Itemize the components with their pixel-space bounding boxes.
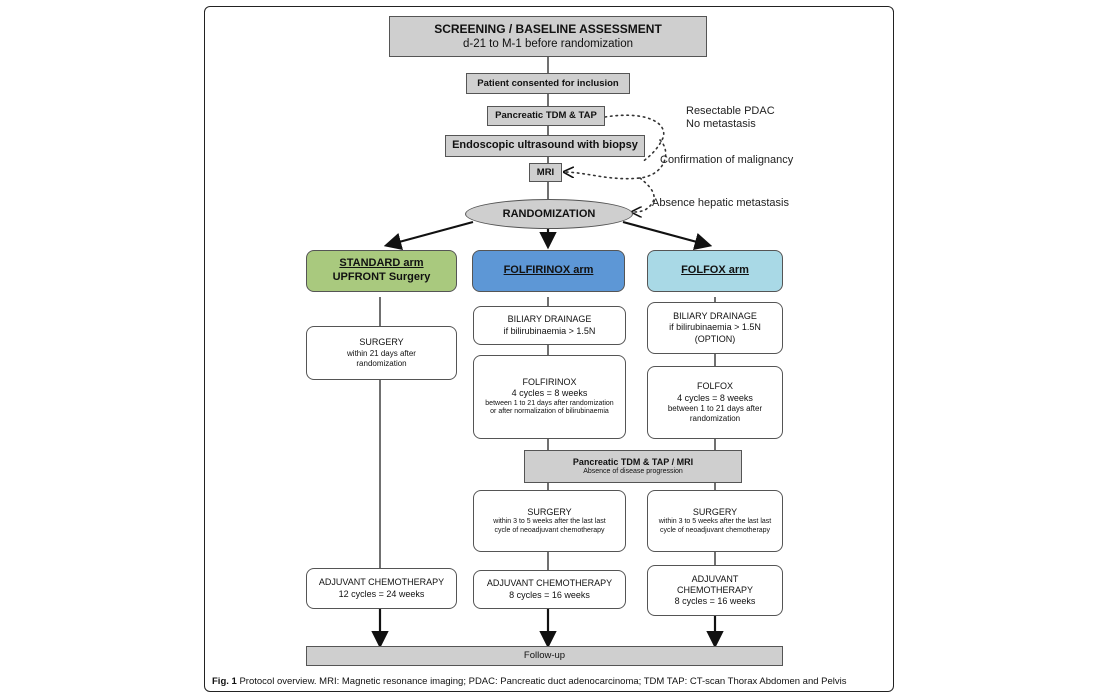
no-metastasis-text: No metastasis bbox=[686, 118, 756, 131]
screening-subtitle: d-21 to M-1 before randomization bbox=[462, 37, 634, 50]
folfirinox-chemo-title: FOLFIRINOX bbox=[522, 377, 577, 387]
folfox-drainage-option: (OPTION) bbox=[694, 333, 736, 344]
pancreatic-tdm-label: Pancreatic TDM & TAP bbox=[495, 110, 597, 122]
reassessment-box: Pancreatic TDM & TAP / MRI Absence of di… bbox=[524, 450, 742, 483]
pancreatic-tdm-box: Pancreatic TDM & TAP bbox=[487, 106, 605, 126]
folfirinox-drainage-title: BILIARY DRAINAGE bbox=[507, 314, 592, 325]
randomization-node: RANDOMIZATION bbox=[465, 199, 633, 229]
followup-bar: Follow-up bbox=[306, 646, 783, 666]
folfox-chemo-title: FOLFOX bbox=[696, 381, 733, 392]
consent-box: Patient consented for inclusion bbox=[466, 73, 630, 94]
standard-adjuvant-box: ADJUVANT CHEMOTHERAPY 12 cycles = 24 wee… bbox=[306, 568, 457, 609]
folfox-adjuvant-box: ADJUVANT CHEMOTHERAPY 8 cycles = 16 week… bbox=[647, 565, 783, 616]
folfox-drainage-detail: if bilirubinaemia > 1.5N bbox=[669, 322, 761, 333]
standard-surgery-detail: within 21 days after randomization bbox=[347, 348, 416, 368]
folfox-adjuvant-detail: 8 cycles = 16 weeks bbox=[674, 596, 756, 607]
standard-adjuvant-title: ADJUVANT CHEMOTHERAPY bbox=[318, 577, 445, 588]
folfirinox-adjuvant-box: ADJUVANT CHEMOTHERAPY 8 cycles = 16 week… bbox=[473, 570, 626, 609]
folfirinox-adjuvant-title: ADJUVANT CHEMOTHERAPY bbox=[486, 578, 613, 589]
reassessment-detail: Absence of disease progression bbox=[583, 467, 683, 475]
mri-label: MRI bbox=[536, 166, 555, 178]
figure-caption: Fig. 1 Protocol overview. MRI: Magnetic … bbox=[212, 676, 847, 687]
folfox-adjuvant-title: ADJUVANT CHEMOTHERAPY bbox=[676, 573, 753, 595]
figure-frame bbox=[204, 6, 894, 692]
standard-arm-subtitle: UPFRONT Surgery bbox=[332, 271, 431, 283]
eus-box: Endoscopic ultrasound with biopsy bbox=[445, 135, 645, 157]
folfox-chemo-detail: between 1 to 21 days after randomization bbox=[667, 403, 763, 423]
folfirinox-adjuvant-detail: 8 cycles = 16 weeks bbox=[509, 589, 590, 600]
folfox-surgery-detail: within 3 to 5 weeks after the last last … bbox=[658, 517, 772, 534]
resectable-text: Resectable PDAC bbox=[686, 105, 775, 117]
standard-arm-box: STANDARD arm UPFRONT Surgery bbox=[306, 250, 457, 292]
folfirinox-surgery-box: SURGERY within 3 to 5 weeks after the la… bbox=[473, 490, 626, 552]
followup-label: Follow-up bbox=[523, 650, 566, 662]
annotation-resectable: Resectable PDAC No metastasis bbox=[686, 105, 775, 131]
mri-box: MRI bbox=[529, 163, 562, 182]
standard-adjuvant-detail: 12 cycles = 24 weeks bbox=[338, 588, 425, 599]
annotation-malignancy: Confirmation of malignancy bbox=[660, 154, 793, 167]
folfox-surgery-title: SURGERY bbox=[692, 506, 738, 517]
folfirinox-chemo-box: FOLFIRINOX 4 cycles = 8 weeks between 1 … bbox=[473, 355, 626, 439]
folfirinox-drainage-box: BILIARY DRAINAGE if bilirubinaemia > 1.5… bbox=[473, 306, 626, 345]
caption-text: Protocol overview. MRI: Magnetic resonan… bbox=[236, 676, 847, 687]
folfirinox-surgery-title: SURGERY bbox=[527, 506, 572, 517]
eus-label: Endoscopic ultrasound with biopsy bbox=[452, 139, 638, 152]
folfox-surgery-box: SURGERY within 3 to 5 weeks after the la… bbox=[647, 490, 783, 552]
standard-surgery-title: SURGERY bbox=[359, 337, 404, 348]
folfirinox-arm-box: FOLFIRINOX arm bbox=[472, 250, 625, 292]
consent-label: Patient consented for inclusion bbox=[477, 77, 619, 89]
randomization-label: RANDOMIZATION bbox=[502, 208, 596, 220]
folfox-chemo-cycles: 4 cycles = 8 weeks bbox=[677, 392, 753, 403]
folfox-drainage-title: BILIARY DRAINAGE bbox=[673, 311, 757, 322]
folfirinox-chemo-detail: between 1 to 21 days after randomization… bbox=[485, 399, 614, 416]
standard-arm-title: STANDARD arm bbox=[339, 257, 424, 270]
standard-surgery-box: SURGERY within 21 days after randomizati… bbox=[306, 326, 457, 380]
folfox-arm-box: FOLFOX arm bbox=[647, 250, 783, 292]
folfirinox-surgery-detail: within 3 to 5 weeks after the last last … bbox=[493, 517, 606, 534]
folfox-arm-title: FOLFOX arm bbox=[681, 264, 749, 277]
screening-title: SCREENING / BASELINE ASSESSMENT bbox=[434, 21, 662, 36]
annotation-hepatic: Absence hepatic metastasis bbox=[652, 197, 789, 210]
folfirinox-chemo-cycles: 4 cycles = 8 weeks bbox=[511, 388, 588, 399]
folfox-chemo-box: FOLFOX 4 cycles = 8 weeks between 1 to 2… bbox=[647, 366, 783, 439]
folfirinox-drainage-detail: if bilirubinaemia > 1.5N bbox=[503, 325, 596, 336]
reassessment-title: Pancreatic TDM & TAP / MRI bbox=[572, 456, 694, 467]
malignancy-text: Confirmation of malignancy bbox=[660, 154, 794, 166]
folfox-drainage-box: BILIARY DRAINAGE if bilirubinaemia > 1.5… bbox=[647, 302, 783, 354]
caption-label: Fig. 1 bbox=[212, 676, 237, 687]
folfirinox-arm-title: FOLFIRINOX arm bbox=[503, 264, 594, 277]
hepatic-text: Absence hepatic metastasis bbox=[652, 197, 789, 209]
screening-box: SCREENING / BASELINE ASSESSMENT d-21 to … bbox=[389, 16, 707, 57]
